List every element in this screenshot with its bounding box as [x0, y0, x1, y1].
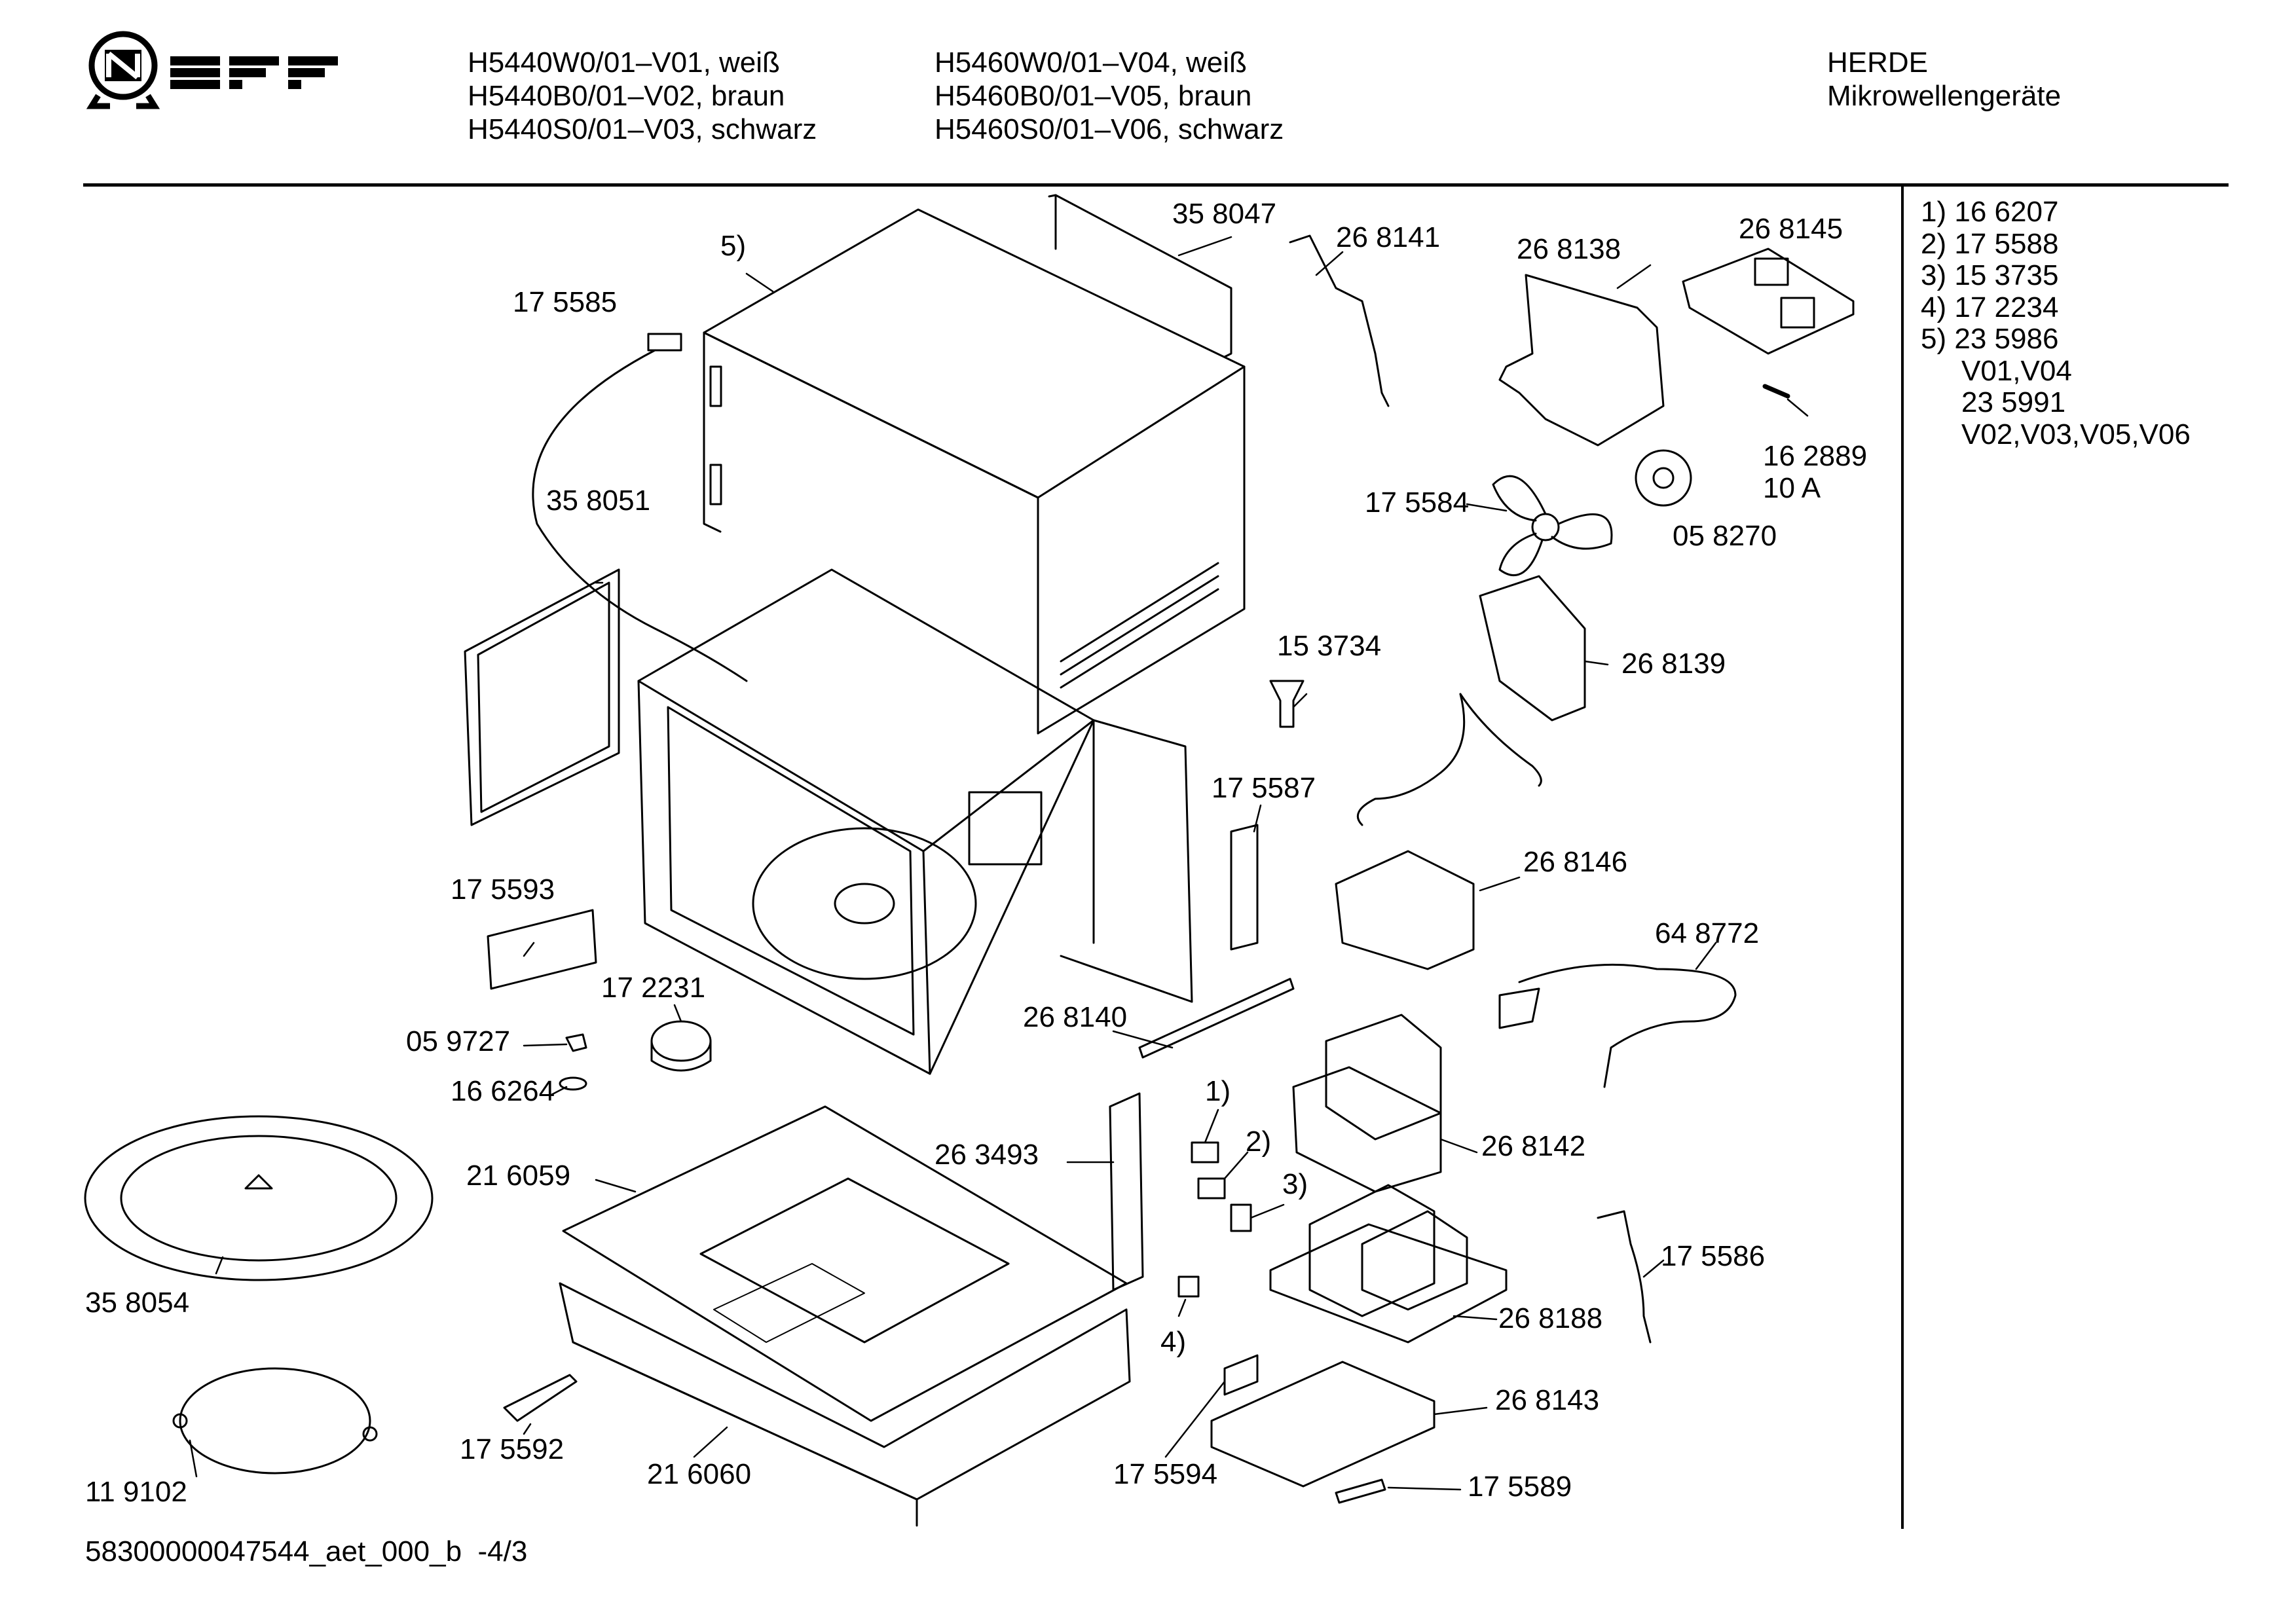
- oven-cavity: [637, 568, 1193, 1075]
- fan-blade: [1492, 475, 1613, 577]
- callout-label: 05 8270: [1673, 520, 1777, 552]
- callout-label: 26 8142: [1481, 1130, 1586, 1162]
- callout-label: 26 8140: [1023, 1001, 1128, 1033]
- clip: [503, 1374, 578, 1422]
- support-rail: [1138, 978, 1295, 1059]
- outer-housing: [703, 208, 1246, 735]
- callout-label: 11 9102: [85, 1476, 187, 1508]
- category-line: HERDE: [1827, 46, 1929, 79]
- callout-label: 17 5584: [1365, 486, 1470, 519]
- document-id: 58300000047544_aet_000_b -4/3: [85, 1535, 528, 1567]
- glass-turntable: [84, 1115, 434, 1281]
- fan-motor: [1635, 449, 1692, 507]
- model-line: H5460B0/01–V05, braun: [935, 80, 1252, 112]
- category-block: HERDE Mikrowellengeräte: [1827, 46, 2061, 113]
- base-plate: [562, 1105, 1128, 1422]
- callout-label: 26 8143: [1495, 1384, 1600, 1416]
- callout-label: 26 8188: [1498, 1302, 1603, 1334]
- legend-row: 2) 17 5588: [1921, 227, 2059, 260]
- callout-label: 17 5586: [1661, 1240, 1766, 1272]
- callout-label: 17 5587: [1212, 772, 1316, 804]
- callout-label: 21 6059: [466, 1160, 571, 1192]
- mains-cable: [1518, 963, 1737, 1088]
- model-list-2: H5460W0/01–V04, weiß H5460B0/01–V05, bra…: [935, 46, 1284, 146]
- washer: [559, 1076, 587, 1091]
- coupler: [565, 1033, 587, 1052]
- callout-label: 35 8051: [546, 485, 651, 517]
- switch-holder: [1109, 1092, 1144, 1291]
- callout-label: 17 2231: [601, 972, 706, 1004]
- model-line: H5440B0/01–V02, braun: [468, 80, 785, 112]
- hv-diode: [1597, 1210, 1652, 1344]
- legend-row: 1) 16 6207: [1921, 196, 2059, 228]
- callout-label: 17 5593: [451, 873, 555, 906]
- callout-label: 17 5594: [1113, 1458, 1218, 1490]
- callout-label: 26 8141: [1336, 221, 1441, 253]
- callout-label: 16 6264: [451, 1075, 555, 1107]
- callout-label: 10 A: [1763, 472, 1821, 504]
- filter-board: [1682, 247, 1855, 355]
- cover-tray: [1210, 1361, 1435, 1488]
- legend-note: V01,V04: [1961, 354, 2072, 387]
- model-line: H5460S0/01–V06, schwarz: [935, 113, 1284, 145]
- legend-row: 3) 15 3735: [1921, 259, 2059, 291]
- back-panel: [1048, 194, 1232, 358]
- callout-label: 17 5589: [1468, 1471, 1572, 1503]
- legend-row: 4) 17 2234: [1921, 291, 2059, 323]
- callout-label: 64 8772: [1655, 917, 1760, 949]
- air-duct: [1479, 575, 1586, 722]
- callout-label: 21 6060: [647, 1458, 752, 1490]
- model-line: H5460W0/01–V04, weiß: [935, 46, 1247, 79]
- header-divider: [83, 183, 2229, 187]
- callout-label: 17 5585: [513, 286, 618, 318]
- rating-label: [487, 909, 597, 990]
- bracket: [1289, 234, 1390, 407]
- bracket-clip: [1335, 1478, 1386, 1504]
- bracket-small: [1223, 1354, 1259, 1396]
- legend-note: 23 5991: [1961, 386, 2066, 418]
- category-line: Mikrowellengeräte: [1827, 80, 2062, 112]
- callout-label: 26 8139: [1621, 648, 1726, 680]
- fan-duct: [1498, 274, 1665, 447]
- callout-label: 16 2889: [1763, 440, 1868, 472]
- callout-label: 4): [1160, 1326, 1187, 1358]
- legend-row: 5) 23 5986: [1921, 323, 2059, 355]
- mounting-plate: [1230, 824, 1259, 951]
- hv-bracket: [1335, 850, 1475, 970]
- footnote-legend: 1) 16 6207 2) 17 5588 3) 15 3735 4) 17 2…: [1921, 196, 2191, 450]
- thermal-sensor: [647, 333, 682, 352]
- model-line: H5440S0/01–V03, schwarz: [468, 113, 817, 145]
- callout-label: 1): [1205, 1075, 1231, 1107]
- callout-label: 05 9727: [406, 1025, 511, 1057]
- hv-transformer: [1292, 1014, 1442, 1193]
- callout-label: 2): [1246, 1126, 1272, 1158]
- cover-plate: [464, 568, 620, 826]
- model-line: H5440W0/01–V01, weiß: [468, 46, 780, 79]
- callout-label: 5): [720, 230, 747, 262]
- legend-divider: [1901, 187, 1904, 1529]
- callout-label: 26 8145: [1739, 213, 1843, 245]
- power-board: [1269, 1184, 1508, 1344]
- wire-harness: [1356, 693, 1466, 826]
- callout-label: 15 3734: [1277, 630, 1382, 662]
- turntable-motor: [650, 1020, 712, 1062]
- callout-label: 17 5592: [460, 1433, 565, 1465]
- roller-ring: [179, 1367, 371, 1475]
- page-indicator: -4/3: [477, 1535, 528, 1567]
- exploded-view-drawing: [84, 194, 1855, 1527]
- callout-label: 26 8138: [1517, 233, 1621, 265]
- legend-note: V02,V03,V05,V06: [1961, 418, 2191, 450]
- callout-label: 3): [1282, 1168, 1308, 1200]
- neff-logo: [79, 25, 354, 120]
- callout-label: 26 3493: [935, 1139, 1039, 1171]
- callout-label: 26 8146: [1523, 846, 1628, 878]
- callout-label: 35 8054: [85, 1287, 190, 1319]
- model-list-1: H5440W0/01–V01, weiß H5440B0/01–V02, bra…: [468, 46, 817, 146]
- callout-label: 35 8047: [1172, 198, 1277, 230]
- oven-lamp: [1269, 680, 1305, 728]
